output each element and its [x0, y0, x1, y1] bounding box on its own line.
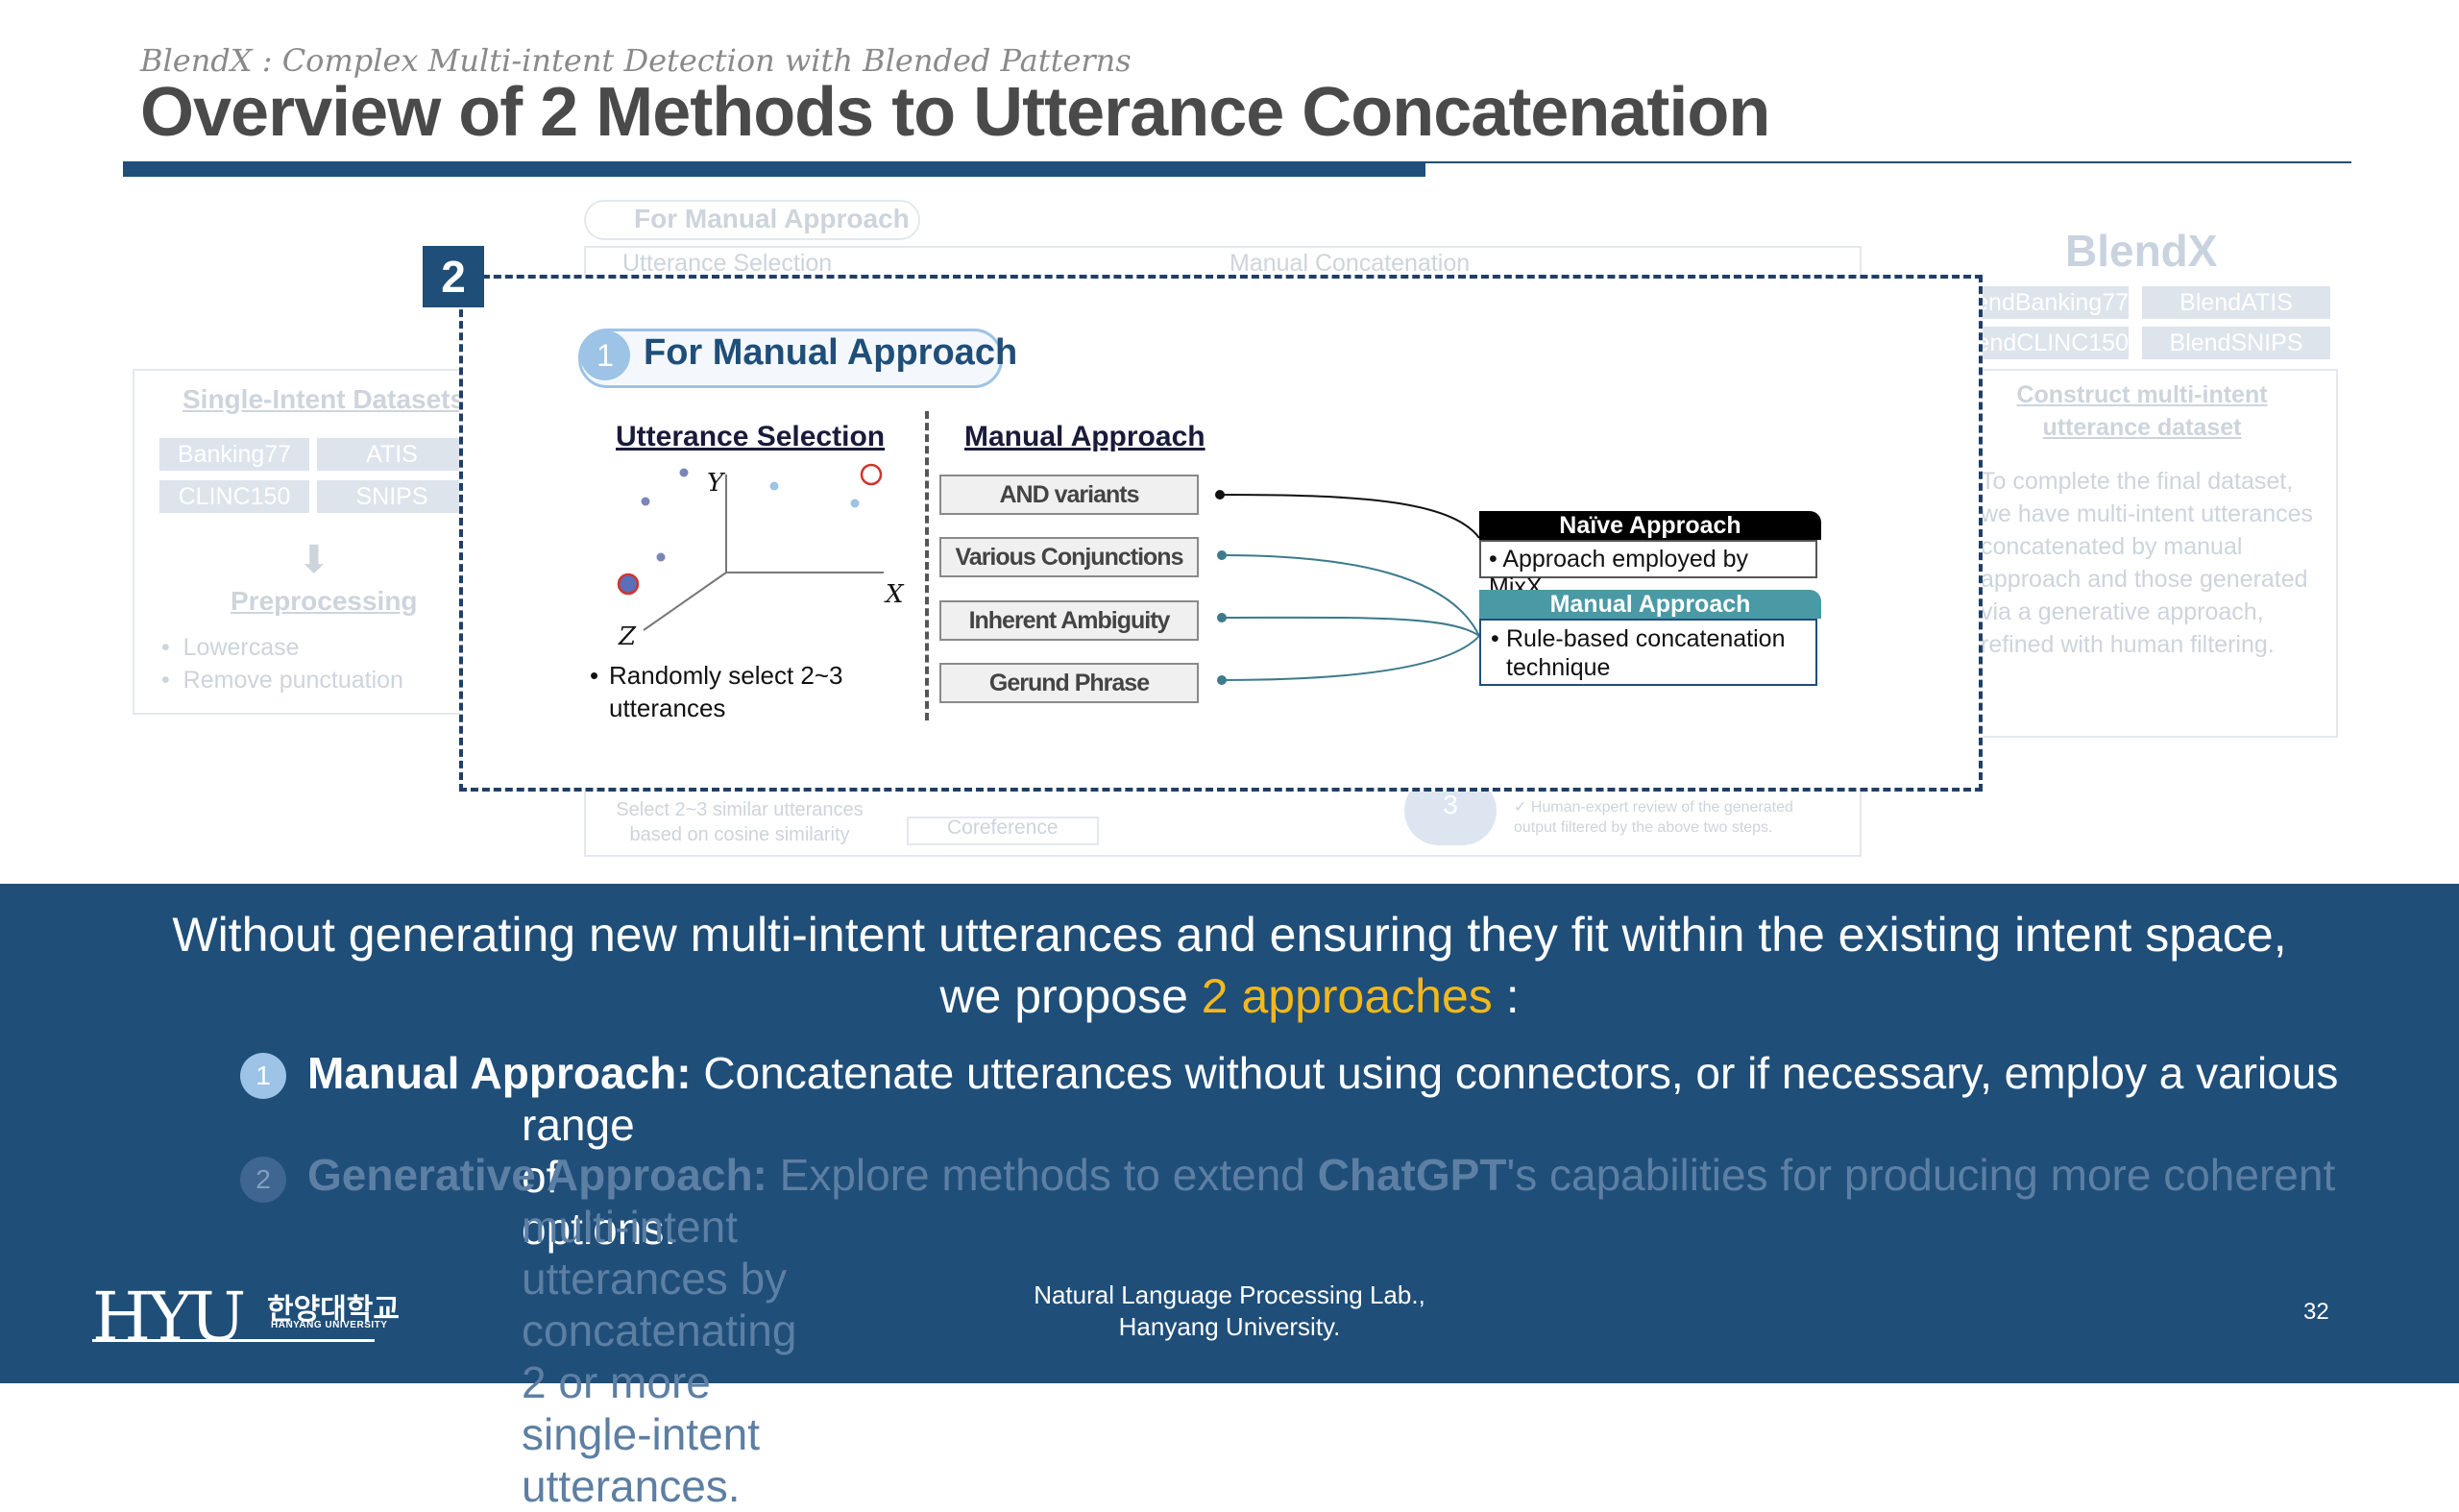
- intro-line-1: Without generating new multi-intent utte…: [172, 908, 2287, 962]
- bg-construct-text: To complete the final dataset, we have m…: [1981, 468, 2314, 658]
- page-number: 32: [2303, 1299, 2329, 1325]
- approach-2-text-pre: Explore methods to extend: [767, 1150, 1318, 1200]
- z-axis: [643, 572, 727, 631]
- approach-2-chatgpt: ChatGPT: [1317, 1150, 1507, 1200]
- utterance-point: [850, 499, 860, 508]
- manual-approach-text: Rule-based concatenation technique: [1506, 625, 1786, 681]
- option-various-conjunctions: Various Conjunctions: [939, 537, 1199, 577]
- bg-dataset-chip: Banking77: [159, 438, 309, 471]
- bg-coreference-box: [907, 817, 1099, 845]
- bg-preprocessing-item-text: Lowercase: [183, 634, 300, 661]
- naive-approach-description: • Approach employed by MixX: [1479, 540, 1817, 600]
- bg-dataset-chip: SNIPS: [317, 480, 467, 513]
- approach-2-line-1: Generative Approach: Explore methods to …: [307, 1149, 2335, 1201]
- intro-line-2-prefix: we propose: [939, 969, 1202, 1023]
- approach-number-1: 1: [240, 1053, 286, 1099]
- hyu-logo-underline: [92, 1339, 375, 1342]
- option-and-variants: AND variants: [939, 475, 1199, 515]
- bg-blend-chip: BlendSNIPS: [2142, 327, 2330, 359]
- bg-col-manual-concatenation: Manual Concatenation: [1230, 250, 1471, 277]
- bg-down-arrow-icon: ⬇: [298, 539, 330, 581]
- summary-banner: [0, 884, 2459, 1383]
- utterance-selection-bullet-text: Randomly select 2~3 utterances: [609, 661, 843, 722]
- slide-title: Overview of 2 Methods to Utterance Conca…: [140, 74, 1770, 151]
- utterance-selection-heading: Utterance Selection: [616, 421, 886, 452]
- manual-connector: [1221, 554, 1480, 637]
- bg-gear-number: 3: [1443, 790, 1458, 819]
- bg-top-pill: [584, 200, 920, 240]
- bg-blendx-title: BlendX: [2065, 226, 2218, 276]
- utterance-point: [641, 497, 650, 506]
- connector-dot: [1215, 490, 1225, 500]
- manual-approach-label: Manual Approach: [1479, 590, 1821, 619]
- manual-connector: [1221, 635, 1480, 681]
- bullet-dot: •: [1491, 625, 1499, 652]
- utterance-point: [679, 468, 689, 477]
- hyu-logo-english: HANYANG UNIVERSITY: [271, 1320, 388, 1330]
- bg-blend-chip: BlendCLINC150: [1969, 327, 2129, 359]
- bg-select-note: Select 2~3 similar utterances based on c…: [616, 799, 864, 845]
- naive-approach-label: Naïve Approach: [1479, 511, 1821, 540]
- approach-number-2: 2: [240, 1157, 286, 1203]
- title-rule: [123, 161, 2351, 163]
- axis-label-z: Z: [619, 622, 637, 651]
- bg-dataset-chip: ATIS: [317, 438, 467, 471]
- lab-credit-line-1: Natural Language Processing Lab.,: [1034, 1280, 1425, 1309]
- embedding-scatter-plot: [617, 463, 884, 631]
- utterance-point: [656, 552, 666, 562]
- manual-approach-description: • Rule-based concatenation technique: [1479, 619, 1817, 686]
- section-pill-label: For Manual Approach: [644, 332, 1018, 373]
- bg-blend-chip: BlendATIS: [2142, 286, 2330, 319]
- approach-1-text: Concatenate utterances without using con…: [691, 1048, 2339, 1098]
- option-gerund-phrase: Gerund Phrase: [939, 663, 1199, 703]
- card-number-badge: 2: [423, 246, 484, 307]
- intro-highlight: 2 approaches: [1201, 969, 1493, 1023]
- selected-point: [617, 573, 640, 596]
- presentation-subtitle: BlendX : Complex Multi-intent Detection …: [140, 42, 1132, 79]
- approach-1-line-2: range of options.: [522, 1100, 677, 1254]
- axis-label-x: X: [886, 580, 904, 609]
- bullet-dot: •: [590, 661, 599, 690]
- naive-connector: [1219, 494, 1480, 539]
- bg-single-intent-title: Single-Intent Datasets: [183, 384, 466, 414]
- intro-line-2: we propose 2 approaches :: [0, 968, 2459, 1024]
- lab-credit-line-2: Hanyang University.: [1118, 1312, 1341, 1341]
- bg-preprocessing-title: Preprocessing: [231, 586, 418, 616]
- approach-2-line-2: multi-intent utterances by concatenating…: [522, 1202, 797, 1511]
- hyu-logo: HYU: [92, 1278, 246, 1356]
- section-pill-number: 1: [580, 330, 630, 380]
- bg-review-note: ✓ Human-expert review of the generated o…: [1514, 799, 1793, 836]
- bg-dataset-chip: CLINC150: [159, 480, 309, 513]
- hyu-logo-korean: 한양대학교: [267, 1294, 400, 1326]
- intro-line-2-suffix: :: [1492, 969, 1520, 1023]
- approach-1-label: Manual Approach:: [307, 1048, 692, 1098]
- axis-label-y: Y: [707, 469, 724, 498]
- connector-dot: [1217, 550, 1227, 560]
- selected-point: [860, 463, 883, 486]
- utterance-selection-bullet: • Randomly select 2~3 utterances: [590, 659, 868, 724]
- lab-credit: Natural Language Processing Lab., Hanyan…: [0, 1280, 2459, 1343]
- approach-2-text-post: 's capabilities for producing more coher…: [1506, 1150, 2336, 1200]
- option-inherent-ambiguity: Inherent Ambiguity: [939, 600, 1199, 641]
- naive-approach-text: Approach employed by MixX: [1489, 546, 1749, 600]
- bg-top-pill-label: For Manual Approach: [634, 204, 910, 233]
- bg-preprocessing-item: • Lowercase: [161, 634, 300, 661]
- bg-col-utterance-selection: Utterance Selection: [622, 250, 833, 277]
- approach-1-line-1: Manual Approach: Concatenate utterances …: [307, 1047, 2338, 1099]
- utterance-point: [769, 481, 779, 491]
- bg-preprocessing-item-text: Remove punctuation: [183, 667, 403, 694]
- title-rule-accent: [123, 163, 1425, 177]
- manual-approach-heading: Manual Approach: [964, 421, 1205, 452]
- column-divider: [925, 411, 929, 720]
- connector-dot: [1217, 613, 1227, 622]
- bg-preprocessing-item: • Remove punctuation: [161, 667, 403, 694]
- approach-2-label: Generative Approach:: [307, 1150, 767, 1200]
- section-pill: [578, 329, 1003, 388]
- bg-blend-chip: BlendBanking77: [1969, 286, 2129, 319]
- bg-construct-title: Construct multi-intent utterance dataset: [2016, 381, 2268, 441]
- manual-connector: [1221, 616, 1480, 637]
- connector-dot: [1217, 675, 1227, 685]
- option-connectors: [1215, 490, 1480, 685]
- bg-coreference-label: Coreference: [947, 817, 1059, 839]
